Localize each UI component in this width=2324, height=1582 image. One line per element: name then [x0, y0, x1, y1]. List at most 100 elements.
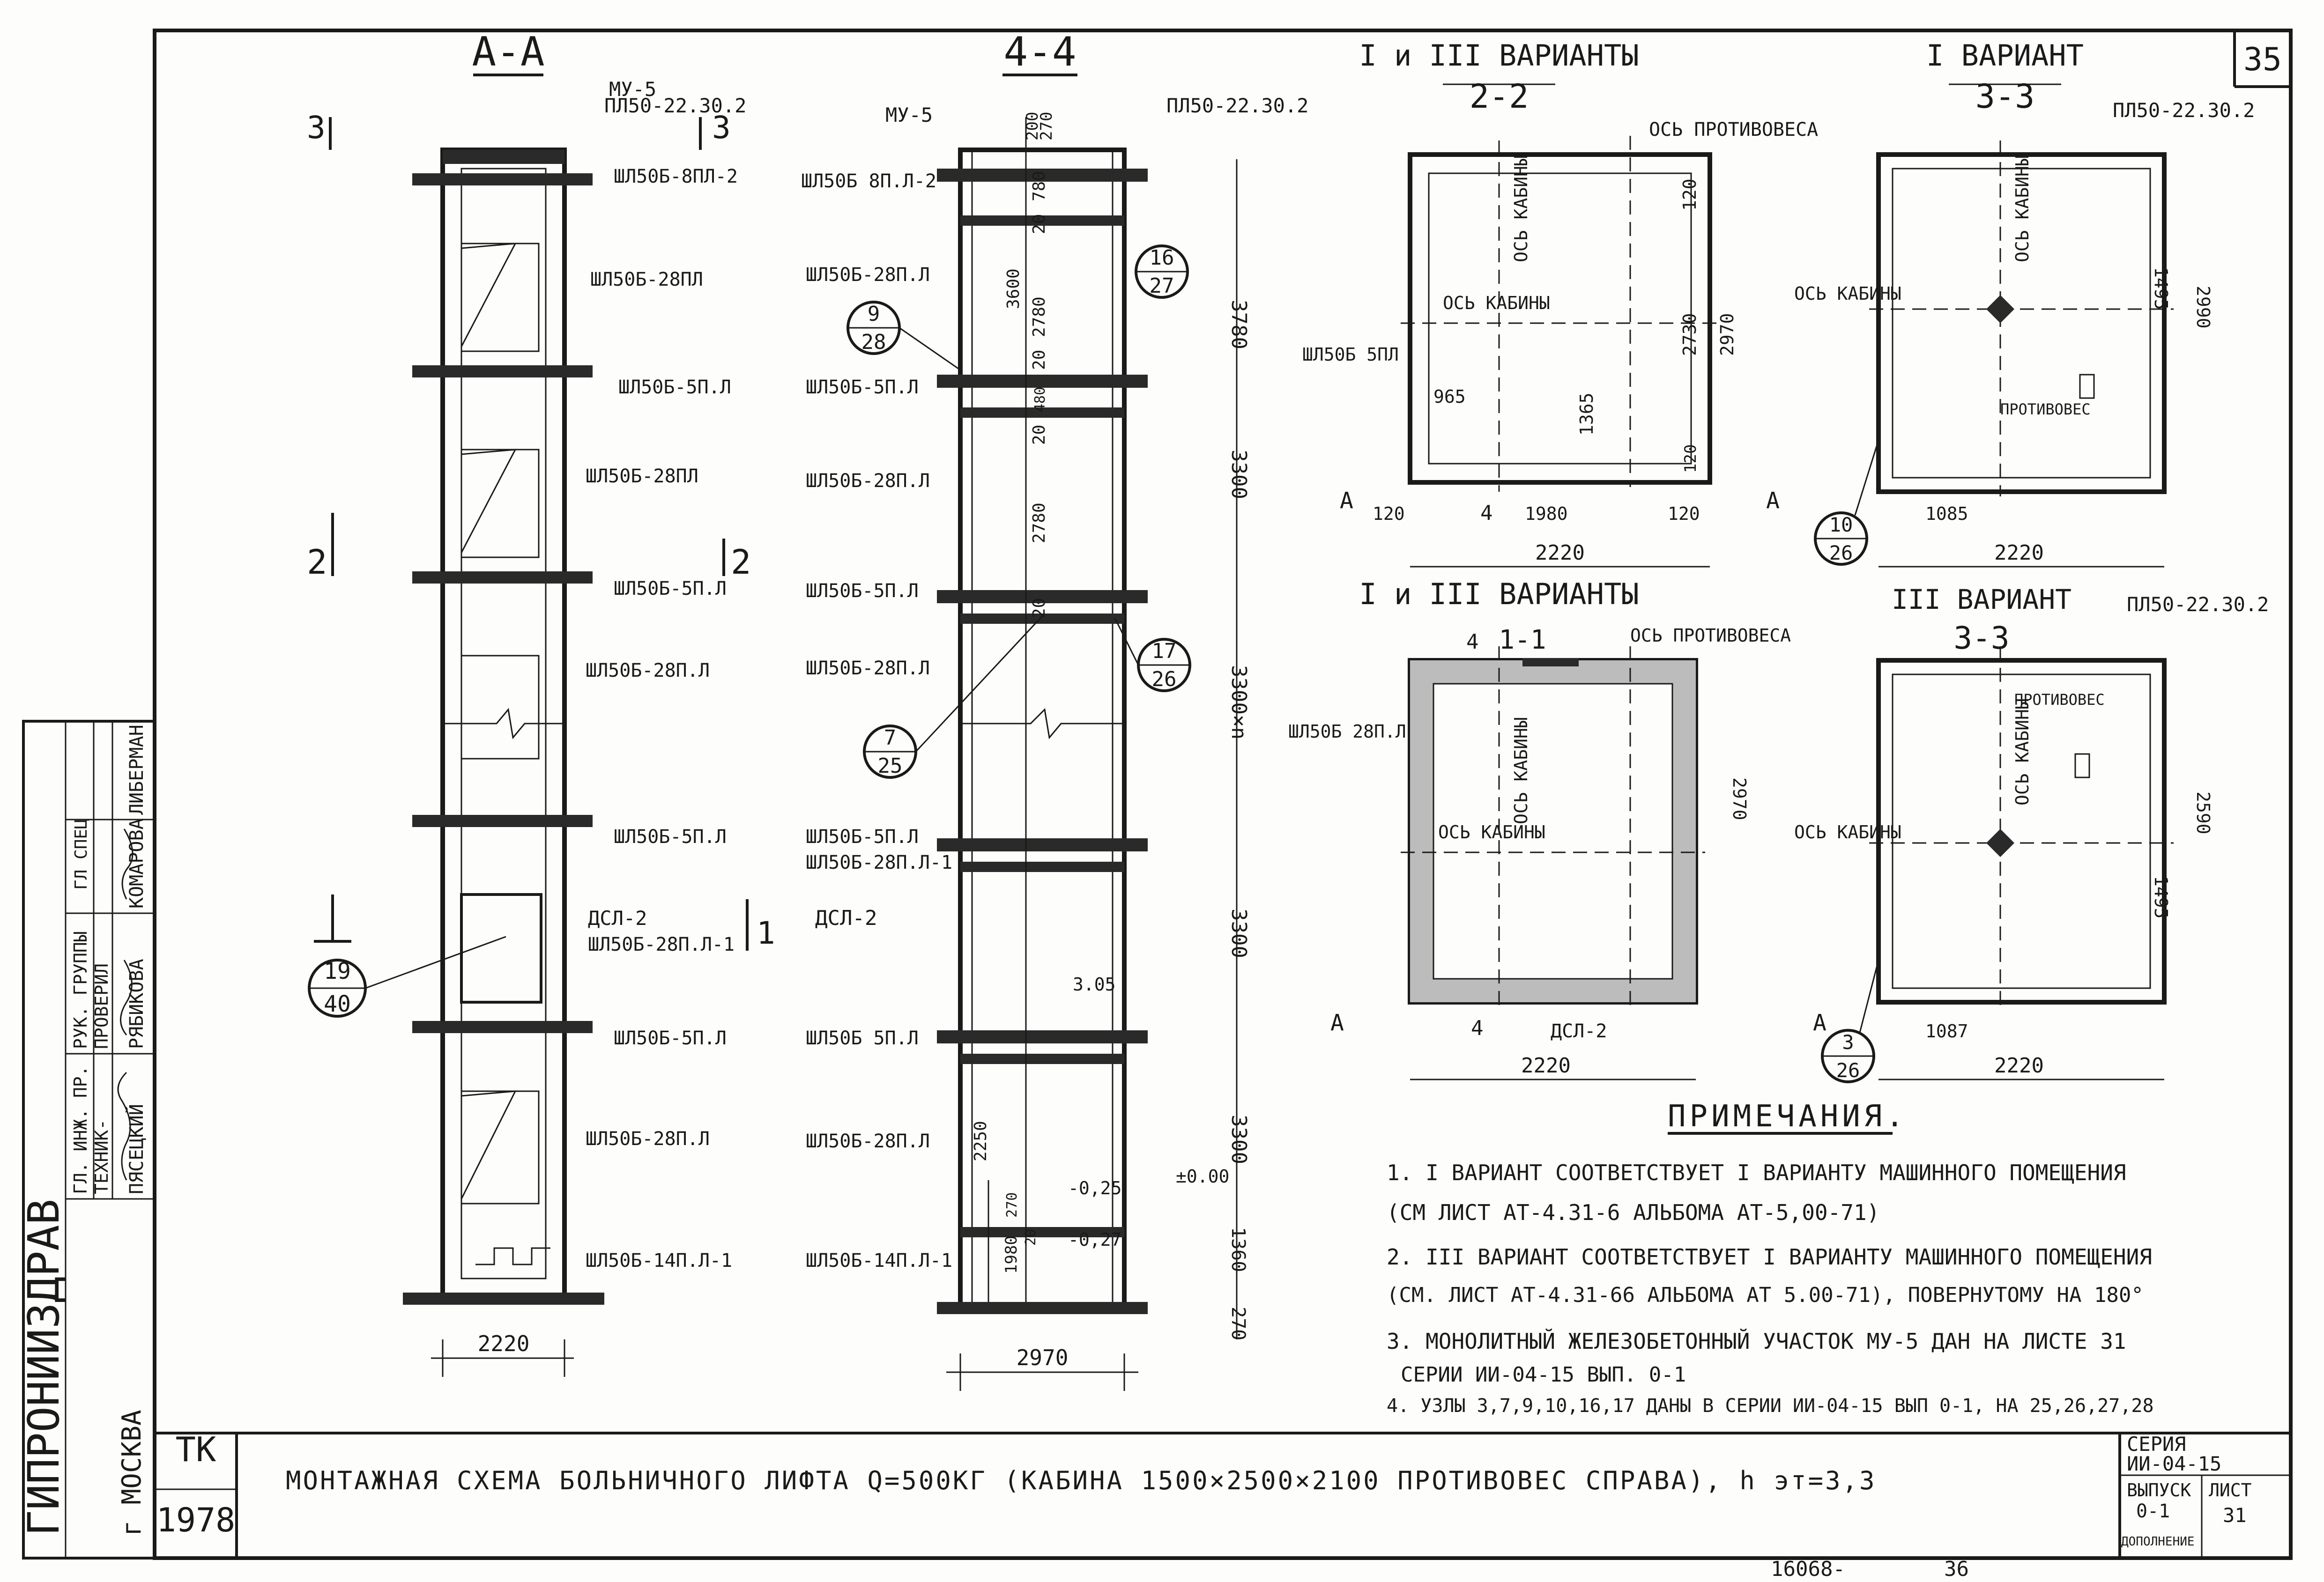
signature-role-4: ПРОВЕРИЛ	[91, 963, 112, 1049]
aa-label-10: ШЛ50Б-5П.Л	[614, 1028, 727, 1049]
series-value: ИИ-04-15	[2127, 1452, 2221, 1475]
org-city: г МОСКВА	[117, 1410, 147, 1536]
plan22-title: 2-2	[1470, 77, 1529, 116]
note-3: 3. МОНОЛИТНЫЙ ЖЕЛЕЗОБЕТОННЫЙ УЧАСТОК МУ-…	[1387, 1329, 2126, 1354]
s44-label-4: ШЛ50Б-28П.Л	[806, 470, 930, 492]
plan22-axis-cab: ОСЬ КАБИНЫ	[1511, 155, 1531, 262]
plan22-left-label: ШЛ50Б 5ПЛ	[1302, 344, 1399, 365]
s44-rdim-3: 3300×n	[1227, 665, 1251, 739]
plan33b-mark-a: А	[1813, 1010, 1827, 1036]
plan33b-title: 3-3	[1953, 620, 2009, 656]
plan22-header: I и III ВАРИАНТЫ	[1359, 38, 1639, 73]
aa-cut2-right: 2	[731, 542, 751, 582]
s44-label-6: ШЛ50Б-28П.Л	[806, 658, 930, 679]
plan11-dim-1: 2970	[1729, 777, 1750, 821]
note-4: 4. УЗЛЫ 3,7,9,10,16,17 ДАНЫ В СЕРИИ ИИ-0…	[1387, 1395, 2154, 1417]
s44-label-8: ШЛ50Б-28П.Л-1	[806, 852, 952, 873]
plan11-mark-a: А	[1330, 1010, 1344, 1036]
aa-node-top: 19	[324, 958, 351, 984]
notes-block: ПРИМЕЧАНИЯ. 1. I ВАРИАНТ СООТВЕТСТВУЕТ I…	[1387, 1099, 2154, 1417]
plan11-title: 1-1	[1499, 625, 1546, 655]
aa-label-3: ШЛ50Б-5П.Л	[618, 377, 731, 398]
section-aa: А-А 3 3 2 2 1	[307, 29, 775, 1377]
plan33a-dim-3: 1085	[1925, 503, 1968, 524]
section-aa-title: А-А	[472, 29, 544, 75]
plan22-axis-cab-h: ОСЬ КАБИНЫ	[1443, 293, 1550, 313]
plan33b-node-top: 3	[1842, 1031, 1854, 1054]
signature-role-top: ГЛ СПЕЦ	[72, 819, 91, 890]
notes-heading: ПРИМЕЧАНИЯ.	[1668, 1099, 1908, 1134]
aa-label-9: ШЛ50Б-28П.Л-1	[588, 934, 735, 955]
note-1b: (СМ ЛИСТ АТ-4.31-6 АЛЬБОМА АТ-5,00-71)	[1387, 1200, 1879, 1225]
aa-cut2-left: 2	[307, 542, 327, 582]
s44-rdim-1: 3780	[1227, 300, 1251, 349]
list-label: ЛИСТ	[2209, 1480, 2252, 1501]
bottom-note: 16068-	[1771, 1557, 1845, 1581]
s44-node4-top: 7	[884, 726, 897, 750]
aa-cut1: 1	[757, 915, 775, 951]
org-name: ГИПРОНИИЗДРАВ	[19, 1199, 69, 1536]
plan33b-header: III ВАРИАНТ	[1892, 584, 2072, 615]
plan22-dim-8: 1980	[1525, 503, 1568, 524]
plan22-dim-5: 965	[1433, 386, 1466, 407]
plan33a-dim-4: 2220	[1994, 541, 2044, 565]
s44-label-1: ШЛ50Б 8П.Л-2	[801, 170, 936, 192]
aa-label-dsl: ДСЛ-2	[588, 907, 647, 930]
s44-node2-top: 9	[868, 302, 880, 326]
signature-name-3: КОМАРОВА	[126, 818, 148, 909]
plan33a-slab: ПЛ50-22.30.2	[2113, 99, 2255, 122]
s44-dim-1: 200	[1023, 112, 1042, 140]
plan33b-counter: ПРОТИВОВЕС	[2014, 691, 2105, 709]
plan22-dim-7: 120	[1373, 503, 1405, 524]
s44-label-12: ШЛ50Б-14П.Л-1	[806, 1250, 952, 1272]
aa-label-4: ШЛ50Б-28ПЛ	[586, 466, 698, 487]
bottom-page: 36	[1944, 1557, 1969, 1581]
s44-mu-label: МУ-5	[885, 103, 933, 126]
section-44-title: 4-4	[1003, 29, 1076, 75]
s44-node1-top: 16	[1150, 246, 1174, 270]
s44-rdim-4: 3300	[1227, 909, 1251, 958]
aa-cut3-right: 3	[712, 110, 731, 146]
aa-width-dim: 2220	[478, 1331, 530, 1356]
stamp-tk: ТК	[176, 1430, 216, 1469]
s44-dim-6: 3600	[1004, 268, 1023, 309]
note-1: 1. I ВАРИАНТ СООТВЕТСТВУЕТ I ВАРИАНТУ МА…	[1387, 1160, 2126, 1185]
s44-dim-4: 20	[1030, 214, 1049, 234]
plan33a-axis-cab: ОСЬ КАБИНЫ	[2012, 155, 2033, 262]
aa-label-11: ШЛ50Б-28П.Л	[586, 1128, 710, 1150]
issue-value: 0-1	[2136, 1501, 2170, 1522]
plan33a-header: I ВАРИАНТ	[1926, 38, 2084, 73]
aa-mu-label: МУ-5	[609, 78, 656, 101]
plan11-mark-4-bot: 4	[1471, 1016, 1484, 1040]
plan-22: I и III ВАРИАНТЫ 2-2 ОСЬ ПРОТИВОВЕСА ОСЬ…	[1302, 38, 1818, 568]
s44-label-10: ШЛ50Б 5П.Л	[806, 1028, 919, 1049]
plan-33-variant3: III ВАРИАНТ 3-3 ПЛ50-22.30.2 ОСЬ КАБИНЫ …	[1794, 584, 2269, 1083]
s44-dim-3: 780	[1030, 171, 1049, 201]
s44-rdim-5: 3300	[1227, 1115, 1251, 1164]
s44-node3-top: 17	[1152, 639, 1177, 663]
s44-dim-5: 2780	[1030, 296, 1049, 337]
plan11-dsl: ДСЛ-2	[1551, 1020, 1607, 1042]
issue-label: ВЫПУСК	[2127, 1480, 2191, 1501]
s44-width-dim: 2970	[1017, 1345, 1069, 1370]
stamp-year: 1978	[156, 1501, 236, 1539]
s44-elev-000: ±0.00	[1176, 1166, 1229, 1187]
s44-label-7: ШЛ50Б-5П.Л	[806, 826, 919, 848]
s44-label-3: ШЛ50Б-5П.Л	[806, 377, 919, 398]
signature-role-1: ГЛ. ИНЖ. ПР.	[70, 1065, 91, 1194]
plan22-dim-9: 120	[1668, 503, 1700, 524]
s44-dim-13: 270	[1004, 1192, 1020, 1218]
plan22-dim-4: 1365	[1576, 392, 1597, 436]
s44-top-label: ПЛ50-22.30.2	[1166, 94, 1308, 117]
plan33b-dim-2: 1495	[2151, 876, 2171, 919]
plan33b-slab: ПЛ50-22.30.2	[2127, 593, 2269, 616]
plan11-header: I и III ВАРИАНТЫ	[1359, 577, 1639, 611]
aa-label-1: ШЛ50Б-8ПЛ-2	[614, 166, 738, 187]
s44-dim-9: 20	[1030, 425, 1049, 445]
aa-label-7: ШЛ50Б-5П.Л	[614, 826, 727, 848]
plan33b-axis-cab: ОСЬ КАБИНЫ	[2012, 698, 2033, 806]
s44-label-2: ШЛ50Б-28П.Л	[806, 264, 930, 286]
note-2b: (СМ. ЛИСТ АТ-4.31-66 АЛЬБОМА АТ 5.00-71)…	[1387, 1283, 2144, 1307]
series-label: СЕРИЯ	[2127, 1433, 2186, 1456]
